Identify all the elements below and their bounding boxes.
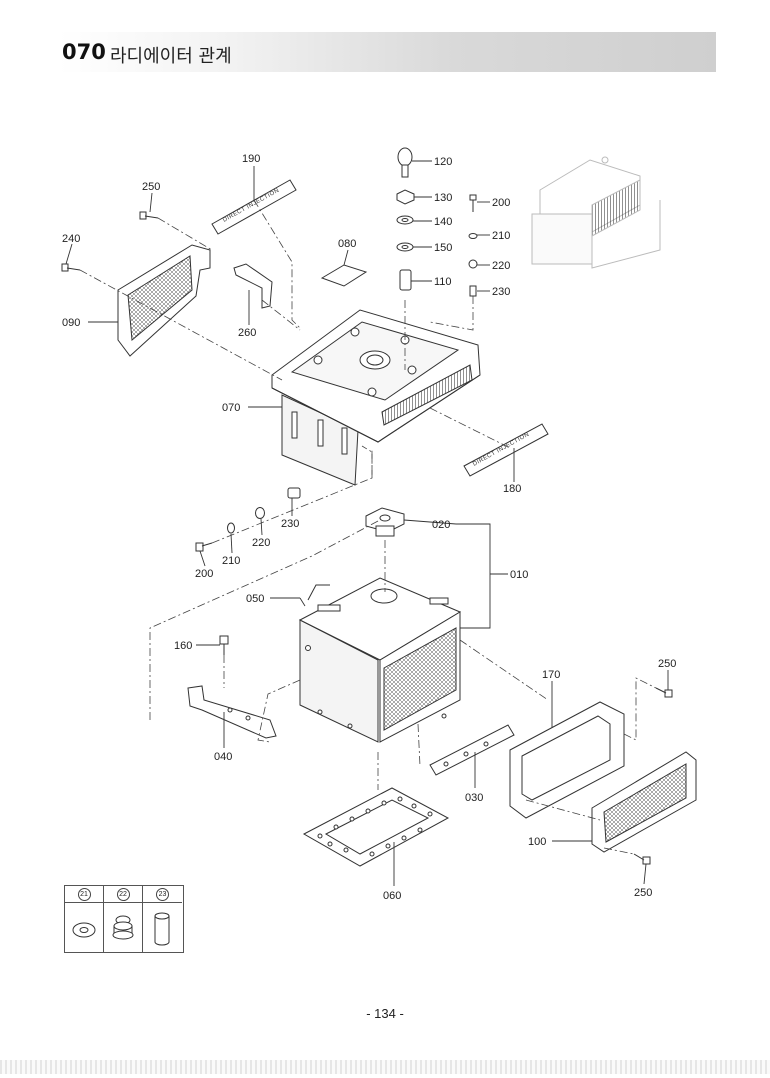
label-050: 050	[246, 593, 264, 605]
engine-reference-sketch	[531, 156, 661, 269]
fastener-set-right	[468, 194, 478, 297]
legend-box: 21 22 23	[64, 885, 184, 953]
section-title: 라디에이터 관계	[110, 46, 232, 67]
label-160: 160	[174, 640, 192, 652]
side-cover-090	[117, 244, 211, 357]
decal-180-text: DIRECT INJECTION	[472, 432, 531, 468]
label-040: 040	[214, 751, 232, 763]
label-250-bottom: 250	[634, 887, 652, 899]
bolt-250-top	[139, 211, 159, 220]
label-010: 010	[510, 569, 528, 581]
decal-180: DIRECT INJECTION	[463, 423, 549, 477]
gasket-060	[302, 787, 450, 867]
label-200-left: 200	[195, 568, 213, 580]
label-110: 110	[434, 276, 452, 288]
label-130: 130	[434, 192, 452, 204]
section-code: 070	[62, 40, 106, 64]
label-100: 100	[528, 836, 546, 848]
radiator-cap-020	[365, 507, 405, 537]
legend-item-21: 21	[65, 886, 104, 952]
label-260: 260	[238, 327, 256, 339]
label-190: 190	[242, 153, 260, 165]
legend-number-21: 21	[77, 887, 91, 901]
radiator-shroud-070	[271, 309, 481, 486]
screen-100	[591, 751, 697, 853]
label-090: 090	[62, 317, 80, 329]
label-150: 150	[434, 242, 452, 254]
fastener-set-left	[195, 487, 301, 552]
label-120: 120	[434, 156, 452, 168]
legend-number-23: 23	[156, 887, 169, 901]
bracket-040	[187, 685, 277, 739]
plate-030	[429, 724, 515, 776]
radiator-010	[298, 577, 462, 743]
eye-bolt-stack	[396, 147, 415, 291]
label-080: 080	[338, 238, 356, 250]
bolt-240	[61, 263, 81, 272]
legend-item-23: 23	[143, 886, 182, 952]
section-header: 070 라디에이터 관계	[58, 32, 716, 72]
assembly-lines	[79, 199, 657, 855]
decal-190-text: DIRECT INJECTION	[222, 188, 281, 224]
label-020: 020	[432, 519, 450, 531]
leader-lines	[65, 160, 669, 886]
label-180: 180	[503, 483, 521, 495]
collar-icon	[154, 912, 170, 946]
label-140: 140	[434, 216, 452, 228]
label-070: 070	[222, 402, 240, 414]
washer-icon	[72, 922, 96, 938]
bracket-260	[233, 263, 273, 309]
label-210-left: 210	[222, 555, 240, 567]
legend-number-22: 22	[116, 887, 130, 901]
bolt-250-bottom	[633, 853, 651, 865]
bolt-160	[219, 635, 229, 655]
page-number: - 134 -	[366, 1006, 404, 1021]
bolt-250-right	[655, 687, 673, 698]
label-170: 170	[542, 669, 560, 681]
label-060: 060	[383, 890, 401, 902]
label-230-right: 230	[492, 286, 510, 298]
grommet-icon	[112, 915, 134, 940]
label-220-right: 220	[492, 260, 510, 272]
label-210-right: 210	[492, 230, 510, 242]
label-200-right: 200	[492, 197, 510, 209]
label-030: 030	[465, 792, 483, 804]
legend-item-22: 22	[104, 886, 143, 952]
part-labels: 120 130 140 150 110 200 210 220 230 190 …	[62, 153, 676, 902]
label-220-left: 220	[252, 537, 270, 549]
pad-080	[320, 264, 368, 287]
label-230-left: 230	[281, 518, 299, 530]
frame-170	[509, 701, 625, 819]
scan-edge-strip	[0, 1060, 770, 1074]
label-250-top: 250	[142, 181, 160, 193]
label-250-right: 250	[658, 658, 676, 670]
label-240: 240	[62, 233, 80, 245]
